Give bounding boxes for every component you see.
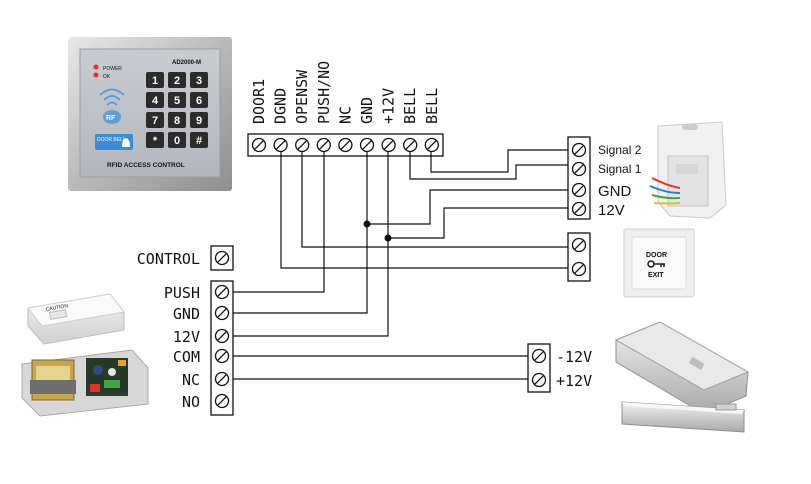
doorbell-icon: DOOR BELL	[95, 134, 133, 150]
lock-terminal-label: -12V	[556, 348, 592, 366]
keypad-key-label: #	[196, 135, 202, 147]
doorbell-terminal-screw	[571, 161, 587, 177]
psu-terminal-label: COM	[173, 348, 200, 366]
terminal-screw-bell	[403, 137, 418, 153]
doorbell-terminal-screw	[571, 142, 587, 158]
terminal-screw-dgnd	[273, 137, 288, 153]
lock-terminal-label: +12V	[556, 372, 592, 390]
keypad-model-label: AD2000-M	[172, 60, 201, 66]
terminal-label-nc: NC	[336, 106, 354, 124]
lock-terminal-block: -12V +12V	[527, 343, 592, 393]
psu-terminal-label: PUSH	[164, 284, 200, 302]
psu-terminal-screw	[214, 393, 230, 409]
psu-terminal-label: CONTROL	[137, 250, 200, 268]
keypad-footer-label: RFID ACCESS CONTROL	[107, 162, 185, 169]
doorbell-unit-image	[649, 121, 727, 219]
psu-terminal-screw	[214, 305, 230, 321]
terminal-screw-pushno	[316, 137, 331, 153]
psu-terminal-screw	[214, 284, 230, 300]
terminal-screw-nc	[338, 137, 353, 153]
psu-terminal-screw	[214, 250, 230, 266]
doorbell-terminal-label: Signal 1	[598, 162, 642, 176]
keypad-keys: 1 2 3 4 5 6 7 8 9 * 0 #	[146, 72, 208, 148]
psu-terminal-screw	[214, 371, 230, 387]
terminal-label-bell: BELL	[423, 88, 441, 124]
terminal-screw-12v	[381, 137, 396, 153]
rfid-keypad-image: POWER OK AD2000-M RF DOOR BELL 1 2 3 4 5 6 7 8 9…	[68, 37, 232, 191]
keypad-key-label: 0	[174, 135, 180, 147]
keypad-key	[146, 132, 164, 148]
keypad-key-label: *	[153, 135, 158, 147]
exit-button-exit-label: EXIT	[648, 272, 664, 279]
doorbell-terminal-screw	[571, 201, 587, 217]
keypad-key-label: 7	[152, 115, 158, 127]
gnd-junction-dot	[363, 220, 371, 228]
key-icon	[647, 260, 665, 268]
psu-terminal-label: 12V	[173, 328, 200, 346]
keypad-key-label: 6	[196, 95, 202, 107]
keypad-key	[190, 72, 208, 88]
doorbell-terminal-label: Signal 2	[598, 143, 642, 157]
exit-button-terminal-block	[567, 232, 591, 282]
exit-button-image: DOOR EXIT	[623, 228, 695, 298]
doorbell-terminal-label: 12V	[598, 202, 625, 219]
electric-bolt-lock-image	[614, 321, 750, 415]
keypad-key-label: 8	[174, 115, 180, 127]
keypad-key	[146, 72, 164, 88]
keypad-key	[146, 92, 164, 108]
terminal-label-dgnd: DGND	[272, 88, 290, 124]
keypad-key-label: 4	[152, 95, 159, 107]
terminal-label-bell: BELL	[401, 88, 419, 124]
power-supply-board-image	[21, 349, 149, 417]
doorbell-terminal-block: Signal 2 Signal 1 GND 12V	[567, 136, 642, 220]
keypad-key-label: 9	[196, 115, 202, 127]
keypad-power-label: POWER	[103, 66, 122, 72]
psu-terminal-screw	[214, 328, 230, 344]
terminal-label-gnd: GND	[358, 97, 376, 124]
keypad-key-label: 2	[174, 75, 180, 87]
keypad-key	[168, 72, 186, 88]
terminal-label-opensw: OPENSW	[293, 69, 311, 124]
power-supply-box-image: CAUTION	[27, 293, 125, 345]
rf-label: RF	[106, 115, 116, 122]
keypad-key	[168, 132, 186, 148]
keypad-key	[168, 92, 186, 108]
keypad-ok-label: OK	[103, 74, 111, 80]
keypad-key	[190, 132, 208, 148]
keypad-key	[190, 112, 208, 128]
exit-button-door-label: DOOR	[646, 252, 667, 259]
terminal-screw-opensw	[295, 137, 310, 153]
psu-terminal-label: NC	[182, 371, 200, 389]
terminal-label-pushno: PUSH/NO	[315, 61, 333, 124]
terminal-screw-bell	[424, 137, 439, 153]
terminal-screw-gnd	[359, 137, 375, 153]
magnetic-lock-image	[621, 401, 745, 433]
terminal-label-door1: DOOR1	[250, 79, 268, 124]
terminal-screw-door1	[251, 137, 267, 153]
psu-terminal-label: NO	[182, 393, 200, 411]
psu-caution-label: CAUTION	[45, 303, 69, 313]
keypad-key	[168, 112, 186, 128]
doorbell-label: DOOR BELL	[97, 137, 126, 143]
doorbell-terminal-label: GND	[598, 183, 632, 200]
psu-terminal-screw	[214, 348, 230, 364]
rfid-wave-icon: RF	[99, 88, 125, 124]
12v-junction-dot	[384, 234, 392, 242]
wires	[233, 149, 568, 380]
keypad-key-label: 5	[174, 95, 180, 107]
keypad-key	[146, 112, 164, 128]
power-supply-terminal-strip: CONTROL PUSH GND 12V COM NC NO	[137, 245, 234, 416]
terminal-label-12v: +12V	[380, 88, 398, 124]
keypad-key	[190, 92, 208, 108]
psu-terminal-label: GND	[173, 305, 200, 323]
keypad-key-label: 3	[196, 75, 202, 87]
doorbell-terminal-screw	[571, 182, 587, 198]
keypad-key-label: 1	[152, 75, 158, 87]
